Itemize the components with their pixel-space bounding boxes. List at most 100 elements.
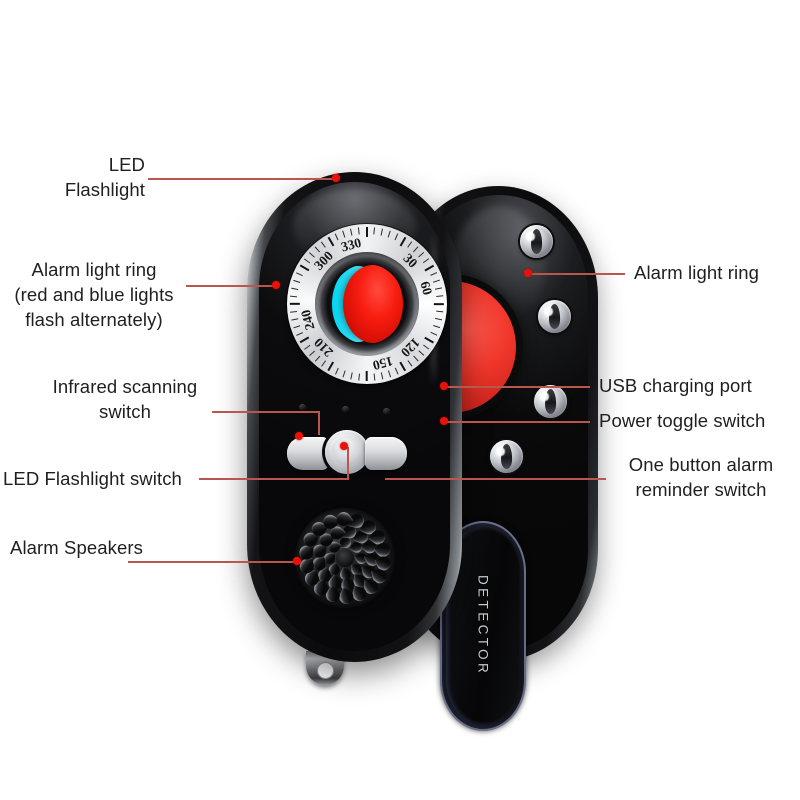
- bezel-tick: [342, 370, 346, 378]
- bezel-tick: [350, 372, 354, 380]
- bezel-tick: [418, 251, 425, 258]
- bezel-tick: [424, 336, 435, 344]
- leader-alarm-speakers: [128, 561, 300, 563]
- detector-brand-well: DETECTOR: [440, 521, 526, 731]
- bezel-tick: [335, 367, 340, 375]
- bezel-tick: [388, 370, 392, 378]
- label-infrared-scanning-switch: Infrared scanning switch: [52, 376, 198, 422]
- bezel-tick: [309, 350, 316, 357]
- bezel-tick: [434, 303, 445, 305]
- bezel-tick: [293, 279, 301, 283]
- one-button-alarm-switch[interactable]: [365, 437, 407, 470]
- bezel-tick: [315, 355, 321, 362]
- marker-infrared-switch: [295, 432, 303, 440]
- bezel-tick: [407, 241, 413, 248]
- bezel-tick: [315, 246, 321, 253]
- bezel-tick: [407, 360, 413, 367]
- bezel-tick: [423, 344, 430, 350]
- label-alarm-speakers: Alarm Speakers: [10, 537, 144, 558]
- leader-one-button-alarm: [385, 478, 606, 480]
- bezel-tick: [342, 230, 346, 238]
- leader-infrared-v: [318, 411, 320, 435]
- bezel-tick: [436, 310, 444, 313]
- bezel-tick: [380, 372, 384, 380]
- marker-led-flashlight: [332, 174, 340, 182]
- grille-petal: [339, 536, 351, 548]
- bezel-tick: [291, 287, 299, 291]
- bezel-tick: [293, 325, 301, 329]
- grille-petal: [350, 563, 363, 576]
- bezel-tick: [436, 295, 444, 298]
- alarm-speaker-grille: [295, 508, 395, 608]
- bezel-tick: [321, 360, 327, 367]
- label-alarm-light-ring-right: Alarm light ring: [634, 262, 759, 283]
- bezel-tick: [291, 317, 299, 321]
- led-light-2: [538, 300, 571, 333]
- label-usb-charging-port: USB charging port: [599, 375, 752, 396]
- label-alarm-light-ring-left: Alarm light ring (red and blue lights fl…: [14, 259, 174, 330]
- bezel-tick: [418, 350, 425, 357]
- leader-power-toggle: [444, 421, 590, 423]
- bezel-tick: [290, 310, 298, 313]
- bezel-tick: [290, 295, 298, 298]
- label-led-flashlight-switch: LED Flashlight switch: [3, 468, 182, 489]
- marker-led-flashlight-switch: [340, 442, 348, 450]
- bezel-tick: [413, 246, 420, 253]
- bezel-tick: [304, 344, 311, 350]
- lens-housing: [315, 252, 419, 356]
- leader-alarm-light-ring-left: [186, 285, 279, 287]
- bezel-tick: [309, 251, 316, 258]
- grille-petal: [299, 545, 314, 560]
- bezel-tick: [430, 331, 438, 336]
- bezel-tick: [433, 325, 441, 329]
- bezel-tick: [296, 272, 304, 277]
- bezel-tick: [430, 272, 438, 277]
- leader-infrared-h: [212, 411, 320, 413]
- lens-red-light: [343, 265, 403, 343]
- bezel-tick: [433, 279, 441, 283]
- label-led-flashlight: LED Flashlight: [64, 154, 145, 200]
- leader-led-switch-h: [199, 478, 349, 480]
- bezel-tick: [435, 287, 443, 291]
- detector-brand-text: DETECTOR: [475, 575, 491, 677]
- bezel-tick: [373, 227, 376, 235]
- bezel-tick: [380, 228, 384, 236]
- leader-usb-port: [444, 386, 590, 388]
- pinhole-3: [383, 408, 390, 415]
- marker-alarm-speakers: [293, 557, 301, 565]
- bezel-tick: [327, 361, 335, 372]
- bezel-tick: [435, 317, 443, 321]
- bezel-tick: [350, 228, 354, 236]
- bezel-tick: [394, 367, 399, 375]
- led-light-4: [490, 440, 523, 473]
- bezel-tick: [358, 373, 361, 381]
- bezel-tick: [290, 303, 301, 305]
- bezel-tick: [424, 264, 435, 272]
- pinhole-1: [299, 404, 306, 411]
- marker-power-toggle: [440, 417, 448, 425]
- led-light-3: [534, 385, 567, 418]
- bezel-tick: [423, 258, 430, 264]
- bezel-tick: [413, 355, 420, 362]
- alarm-light-ring-lens: [330, 264, 404, 344]
- marker-usb-port: [440, 382, 448, 390]
- bezel-tick: [373, 373, 376, 381]
- leader-led-switch-v: [347, 447, 349, 479]
- pinhole-2: [342, 406, 349, 413]
- leader-led-flashlight: [148, 178, 338, 180]
- label-one-button-alarm: One button alarm reminder switch: [628, 454, 774, 500]
- infrared-scanning-switch[interactable]: [287, 437, 329, 470]
- bezel-tick: [388, 230, 392, 238]
- marker-alarm-light-ring-right: [524, 269, 532, 277]
- marker-alarm-light-ring-left: [272, 281, 280, 289]
- bezel-tick: [366, 227, 369, 237]
- grille-center: [336, 549, 354, 567]
- leader-alarm-light-ring-right: [528, 273, 625, 275]
- bezel-tick: [366, 371, 369, 381]
- bezel-tick: [394, 233, 399, 241]
